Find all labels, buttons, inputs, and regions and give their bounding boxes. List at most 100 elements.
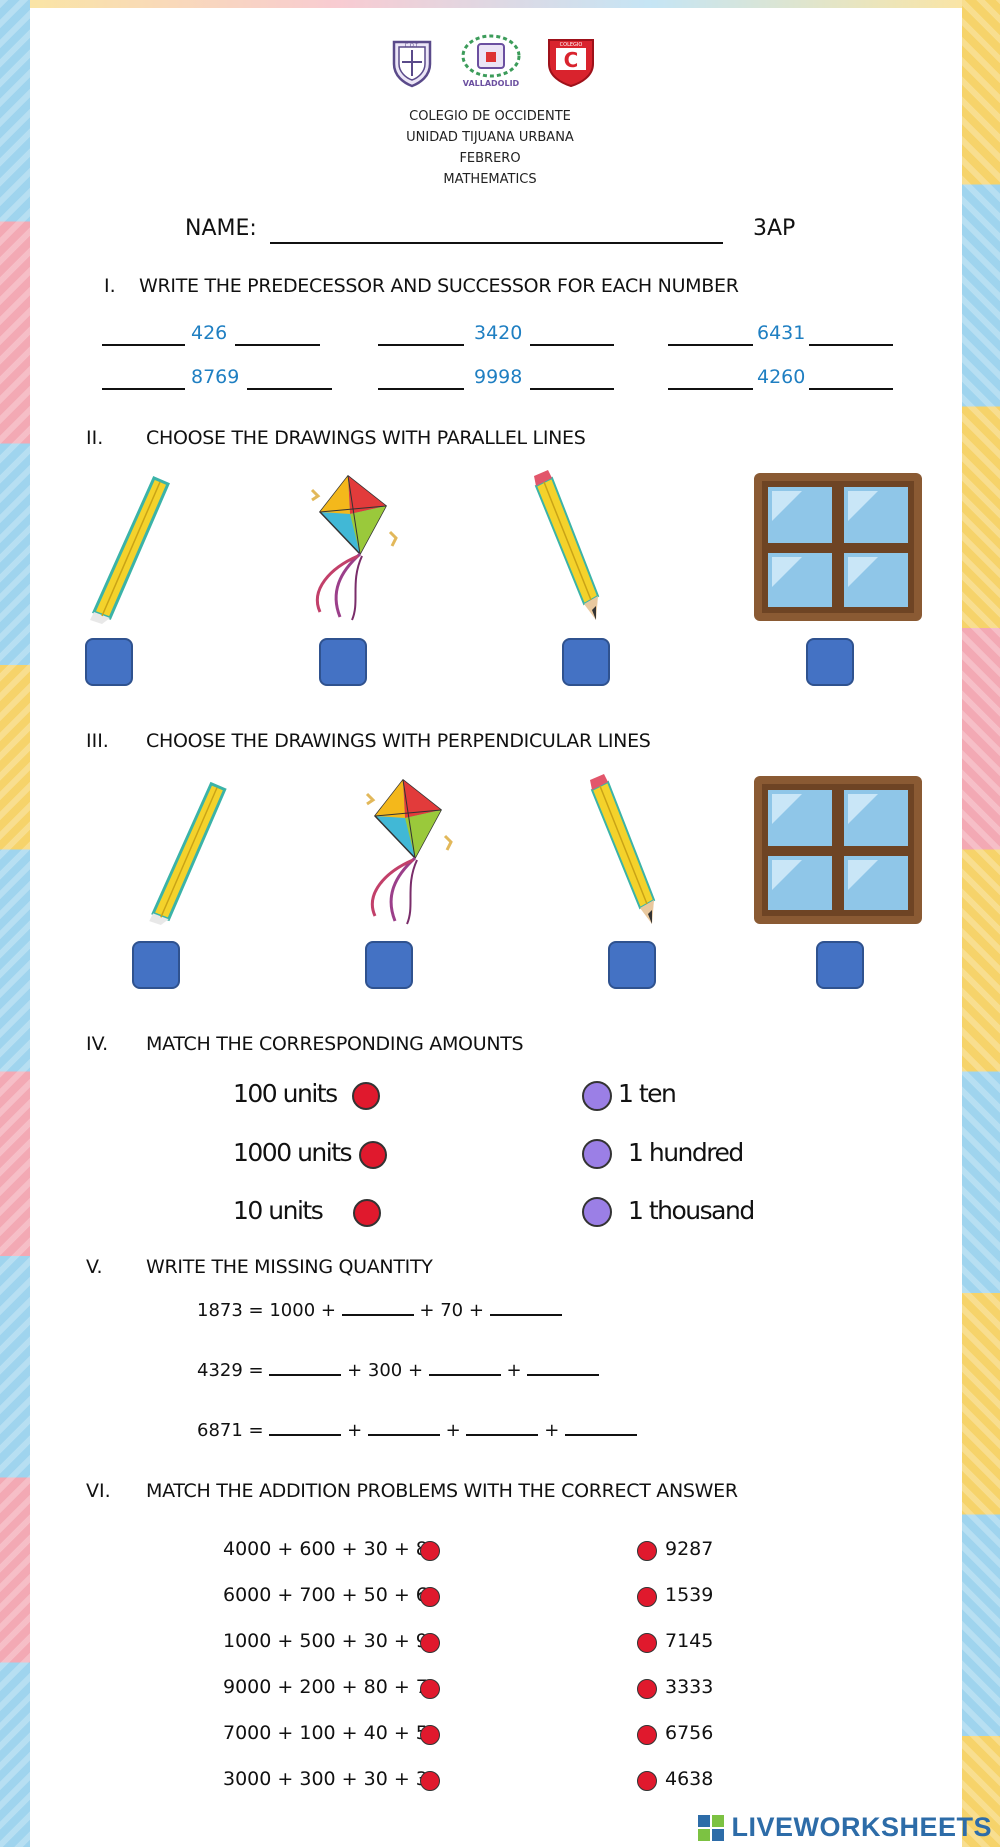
match-dot-left[interactable] — [353, 1199, 381, 1227]
ruler-icon — [142, 776, 232, 930]
section-6-title: MATCH THE ADDITION PROBLEMS WITH THE COR… — [146, 1480, 738, 1502]
group-label: 3AP — [753, 216, 796, 241]
kite-icon — [345, 776, 465, 930]
match-dot-left[interactable] — [359, 1141, 387, 1169]
match-dot-problem[interactable] — [420, 1725, 440, 1745]
kite-icon — [290, 472, 410, 626]
match-dot-right[interactable] — [582, 1139, 612, 1169]
checkbox-parallel-pencil[interactable] — [562, 638, 610, 686]
predecessor-blank[interactable] — [668, 344, 753, 346]
school-month: FEBRERO — [459, 151, 521, 166]
match-dot-right[interactable] — [582, 1081, 612, 1111]
match-dot-problem[interactable] — [420, 1633, 440, 1653]
section-2-title: CHOOSE THE DRAWINGS WITH PARALLEL LINES — [146, 427, 586, 449]
answer-blank[interactable] — [269, 1420, 342, 1436]
amount-label: 10 units — [233, 1196, 324, 1225]
amount-label: 1 hundred — [628, 1138, 744, 1167]
answer-blank[interactable] — [466, 1420, 539, 1436]
match-dot-left[interactable] — [352, 1082, 380, 1110]
amount-label: 100 units — [233, 1079, 338, 1108]
match-dot-problem[interactable] — [420, 1679, 440, 1699]
match-dot-answer[interactable] — [637, 1587, 657, 1607]
name-label: NAME: — [185, 216, 257, 241]
addition-answer: 4638 — [665, 1768, 714, 1790]
equation-text: 6871 = — [197, 1420, 264, 1441]
svg-text:C.O.T.: C.O.T. — [405, 43, 420, 49]
svg-text:C: C — [564, 48, 579, 72]
addition-problem: 9000 + 200 + 80 + 7 — [223, 1676, 428, 1698]
section-3-title: CHOOSE THE DRAWINGS WITH PERPENDICULAR L… — [146, 730, 651, 752]
addition-problem: 7000 + 100 + 40 + 5 — [223, 1722, 428, 1744]
answer-blank[interactable] — [428, 1360, 501, 1376]
answer-blank[interactable] — [367, 1420, 440, 1436]
checkbox-perpendicular-ruler[interactable] — [132, 941, 180, 989]
addition-problem: 4000 + 600 + 30 + 8 — [223, 1538, 428, 1560]
answer-blank[interactable] — [527, 1360, 600, 1376]
answer-blank[interactable] — [489, 1300, 562, 1316]
addition-answer: 7145 — [665, 1630, 714, 1652]
checkbox-parallel-kite[interactable] — [319, 638, 367, 686]
successor-blank[interactable] — [247, 388, 332, 390]
match-dot-answer[interactable] — [637, 1541, 657, 1561]
section-6-number: VI. — [86, 1480, 111, 1502]
pencil-icon — [528, 468, 608, 627]
decorative-right-border — [962, 0, 1000, 1847]
match-dot-problem[interactable] — [420, 1541, 440, 1561]
match-dot-answer[interactable] — [637, 1679, 657, 1699]
amount-label: 1 ten — [618, 1079, 677, 1108]
section-5-number: V. — [86, 1256, 103, 1278]
predecessor-blank[interactable] — [378, 344, 464, 346]
answer-blank[interactable] — [269, 1360, 342, 1376]
equation-1: 1873 = 1000 + + 70 + — [197, 1300, 562, 1321]
checkbox-perpendicular-kite[interactable] — [365, 941, 413, 989]
school-subject: MATHEMATICS — [443, 172, 537, 187]
match-dot-answer[interactable] — [637, 1725, 657, 1745]
section-4-number: IV. — [86, 1033, 109, 1055]
match-dot-problem[interactable] — [420, 1587, 440, 1607]
match-dot-answer[interactable] — [637, 1771, 657, 1791]
decorative-left-border — [0, 0, 30, 1847]
answer-blank[interactable] — [341, 1300, 414, 1316]
svg-text:COLEGIO: COLEGIO — [560, 42, 583, 48]
checkbox-parallel-ruler[interactable] — [85, 638, 133, 686]
match-dot-right[interactable] — [582, 1197, 612, 1227]
successor-blank[interactable] — [809, 344, 893, 346]
addition-answer: 1539 — [665, 1584, 714, 1606]
amount-label: 1 thousand — [628, 1196, 755, 1225]
amount-label: 1000 units — [233, 1138, 353, 1167]
liveworksheets-brand[interactable]: LIVEWORKSHEETS — [731, 1812, 992, 1842]
successor-blank[interactable] — [530, 344, 614, 346]
successor-blank[interactable] — [530, 388, 614, 390]
successor-blank[interactable] — [235, 344, 320, 346]
checkbox-parallel-window[interactable] — [806, 638, 854, 686]
section-5-title: WRITE THE MISSING QUANTITY — [146, 1256, 433, 1278]
predecessor-blank[interactable] — [668, 388, 753, 390]
addition-answer: 3333 — [665, 1676, 714, 1698]
predecessor-blank[interactable] — [378, 388, 464, 390]
checkbox-perpendicular-pencil[interactable] — [608, 941, 656, 989]
match-dot-problem[interactable] — [420, 1771, 440, 1791]
liveworksheets-logo-icon — [698, 1815, 724, 1845]
equation-text: + 70 + — [419, 1300, 484, 1321]
equation-text: + — [445, 1420, 461, 1441]
number-8769: 8769 — [191, 366, 240, 388]
name-field[interactable] — [270, 242, 723, 244]
successor-blank[interactable] — [809, 388, 893, 390]
equation-3: 6871 = + + + — [197, 1420, 638, 1441]
section-2-number: II. — [86, 427, 104, 449]
decorative-top-border — [30, 0, 962, 8]
school-unit: UNIDAD TIJUANA URBANA — [406, 130, 574, 145]
checkbox-perpendicular-window[interactable] — [816, 941, 864, 989]
equation-text: 1873 = 1000 + — [197, 1300, 336, 1321]
school-logo-center-icon: VALLADOLID — [458, 34, 524, 94]
answer-blank[interactable] — [565, 1420, 638, 1436]
predecessor-blank[interactable] — [102, 388, 185, 390]
addition-answer: 6756 — [665, 1722, 714, 1744]
match-dot-answer[interactable] — [637, 1633, 657, 1653]
predecessor-blank[interactable] — [102, 344, 185, 346]
equation-text: + 300 + — [347, 1360, 424, 1381]
number-4260: 4260 — [757, 366, 806, 388]
pencil-icon — [584, 772, 664, 931]
window-icon — [752, 774, 924, 930]
school-logo-left-icon: C.O.T. — [390, 38, 434, 92]
